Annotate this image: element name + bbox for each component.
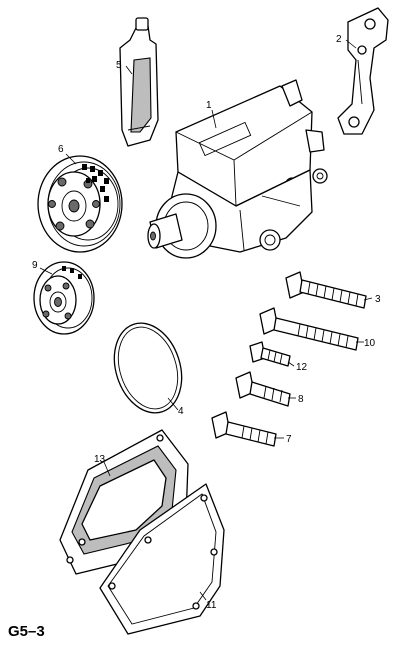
gasket-11: [99, 483, 225, 635]
callout-12: 12: [296, 362, 308, 373]
callout-9: 9: [32, 260, 38, 271]
callout-4: 4: [178, 406, 184, 417]
mounting-bracket: [337, 7, 389, 135]
seal-ring: [113, 322, 183, 414]
callout-8: 8: [298, 394, 304, 405]
callout-10: 10: [364, 338, 376, 349]
sealant-tube: [119, 17, 159, 147]
callout-labels: 1 2 5 6 9 3 10 12 8 7 4 13 11: [32, 34, 381, 611]
bolt-8: [235, 371, 291, 407]
callout-2: 2: [336, 34, 342, 45]
pump-hub: [33, 261, 95, 335]
injection-pump: [147, 79, 328, 259]
bolt-7: [211, 411, 277, 447]
leader-lines: [39, 39, 373, 601]
callout-6: 6: [58, 144, 64, 155]
callout-5: 5: [116, 60, 122, 71]
sprocket-teeth: [82, 164, 109, 202]
callout-13: 13: [94, 454, 106, 465]
callout-1: 1: [206, 100, 212, 111]
figure-code: G5–3: [8, 623, 45, 640]
callout-3: 3: [375, 294, 381, 305]
bolt-10: [259, 307, 359, 351]
callout-11: 11: [206, 600, 217, 611]
callout-7: 7: [286, 434, 292, 445]
bolt-long-3: [285, 271, 367, 309]
bolt-12: [249, 341, 291, 367]
drive-sprocket: [37, 155, 123, 253]
